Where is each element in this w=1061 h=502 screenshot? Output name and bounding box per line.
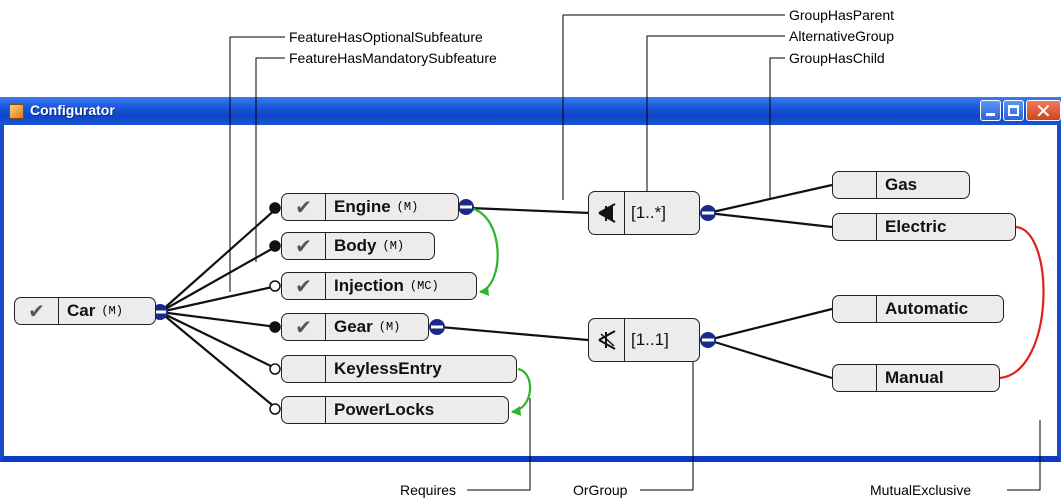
checkmark-icon[interactable]: ✔ [15, 298, 59, 324]
feature-label: KeylessEntry [334, 359, 442, 378]
checkbox-empty[interactable] [833, 296, 877, 322]
optional-dot [269, 280, 281, 292]
feature-node-manual[interactable]: Manual [832, 364, 1000, 392]
title-bar[interactable] [0, 97, 1061, 125]
feature-label: Automatic [885, 299, 969, 318]
cardinality-label: (M) [382, 239, 405, 253]
cardinality-label: (M) [396, 200, 419, 214]
callout-or-group: OrGroup [573, 482, 628, 498]
checkbox-empty[interactable] [833, 172, 877, 198]
alternative-group-icon [589, 192, 625, 234]
minimize-icon [986, 113, 995, 116]
callout-requires: Requires [400, 482, 457, 498]
callout-group-has-parent: GroupHasParent [789, 7, 895, 23]
java-app-icon [9, 104, 24, 119]
mandatory-dot [269, 321, 281, 333]
group-cardinality: [1..*] [631, 203, 666, 222]
feature-node-car[interactable]: ✔ Car (M) [14, 297, 156, 325]
feature-node-powerlocks[interactable]: PowerLocks [281, 396, 509, 424]
checkmark-icon[interactable]: ✔ [282, 233, 326, 259]
callout-mandatory-subfeature: FeatureHasMandatorySubfeature [289, 50, 497, 66]
group-node-alternative[interactable]: [1..*] [588, 191, 700, 235]
feature-node-injection[interactable]: ✔ Injection (MC) [281, 272, 477, 300]
checkbox-empty[interactable] [282, 397, 326, 423]
mandatory-dot [269, 240, 281, 252]
callout-mutual-exclusive: MutualExclusive [870, 482, 972, 498]
or-group-icon [589, 319, 625, 361]
feature-label: Gas [885, 175, 918, 194]
close-icon: ✕ [1035, 99, 1052, 123]
feature-node-gas[interactable]: Gas [832, 171, 970, 199]
checkmark-icon[interactable]: ✔ [282, 314, 326, 340]
window-title: Configurator [30, 102, 115, 118]
group-node-or[interactable]: [1..1] [588, 318, 700, 362]
feature-node-electric[interactable]: Electric [832, 213, 1016, 241]
callout-optional-subfeature: FeatureHasOptionalSubfeature [289, 29, 483, 45]
feature-node-automatic[interactable]: Automatic [832, 295, 1004, 323]
feature-label: Gear [334, 317, 373, 336]
feature-node-gear[interactable]: ✔ Gear (M) [281, 313, 429, 341]
optional-dot [269, 403, 281, 415]
feature-node-body[interactable]: ✔ Body (M) [281, 232, 435, 260]
feature-label: Electric [885, 217, 947, 236]
cardinality-label: (MC) [409, 279, 439, 293]
feature-label: PowerLocks [334, 400, 435, 419]
feature-label: Engine [334, 197, 391, 216]
maximize-icon [1008, 105, 1019, 116]
feature-label: Manual [885, 368, 944, 387]
feature-node-engine[interactable]: ✔ Engine (M) [281, 193, 459, 221]
checkbox-empty[interactable] [282, 356, 326, 382]
checkbox-empty[interactable] [833, 214, 877, 240]
mandatory-dot [269, 202, 281, 214]
maximize-button[interactable] [1003, 100, 1024, 121]
feature-label: Car [67, 301, 96, 320]
minimize-button[interactable] [980, 100, 1001, 121]
feature-label: Injection [334, 276, 404, 295]
group-cardinality: [1..1] [631, 330, 669, 349]
feature-node-keylessentry[interactable]: KeylessEntry [281, 355, 517, 383]
checkmark-icon[interactable]: ✔ [282, 273, 326, 299]
cardinality-label: (M) [378, 320, 401, 334]
feature-label: Body [334, 236, 377, 255]
cardinality-label: (M) [101, 304, 123, 318]
checkmark-icon[interactable]: ✔ [282, 194, 326, 220]
callout-group-has-child: GroupHasChild [789, 50, 885, 66]
mutual-exclusive-edge [999, 225, 1045, 380]
optional-dot [269, 363, 281, 375]
checkbox-empty[interactable] [833, 365, 877, 391]
callout-alternative-group: AlternativeGroup [789, 28, 895, 44]
